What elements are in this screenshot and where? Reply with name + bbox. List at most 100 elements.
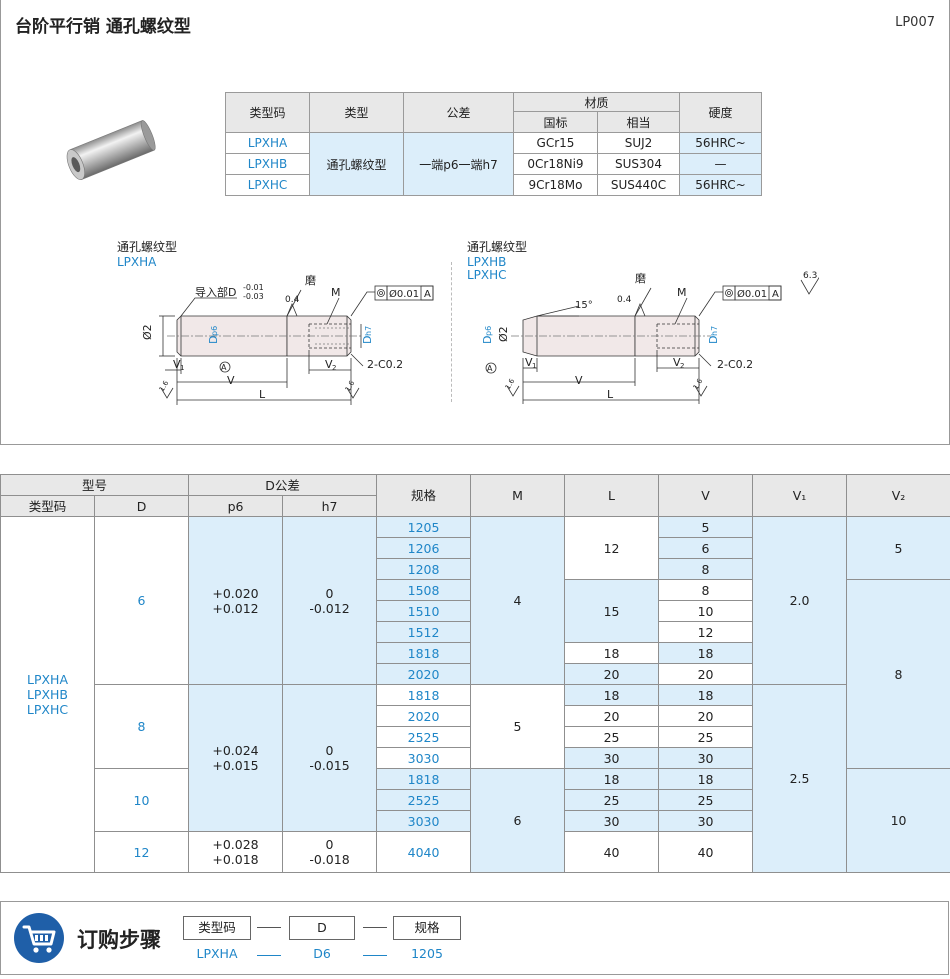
type-code-a[interactable]: LPXHA [26,672,68,687]
drawing-left-code: LPXHA [117,255,157,269]
cart-icon [14,913,64,963]
v-cell: 10 [658,600,754,622]
datum-a-circle-right: A [487,364,493,373]
v-cell: 30 [658,810,754,832]
grind-label-right: 磨 [635,272,646,285]
spec-cell[interactable]: 1818 [376,768,472,790]
header-material-eq: 相当 [597,111,680,133]
drawing-left: 导入部D -0.01 -0.03 磨 0.4 M Ø0.01 A Ø2 D p6… [141,274,434,405]
l-cell: 18 [564,642,660,664]
type-code-cell[interactable]: LPXHC [225,174,310,196]
order-example-spec: 1205 [411,946,443,961]
grind-label: 磨 [305,274,316,287]
header-l: L [564,474,660,517]
surface-label: 6.3 [803,271,817,281]
l-cell: 30 [564,810,660,832]
page-title: 台阶平行销 通孔螺纹型 [15,17,191,37]
type-table: 类型码 类型 公差 材质 硬度 国标 相当 LPXHA 通孔螺纹型 一端p6一端… [225,92,762,196]
order-field-d: D [289,916,355,940]
h7-lower: -0.018 [309,852,350,867]
d-value-cell[interactable]: 8 [93,684,190,769]
material-gb-cell: 9Cr18Mo [513,174,598,196]
drawing-right-code-c: LPXHC [467,268,507,282]
d-value-cell[interactable]: 10 [93,768,190,832]
l-cell: 30 [564,747,660,769]
type-code-c[interactable]: LPXHC [26,702,69,717]
thread-m-label-right: M [677,286,687,299]
spec-cell[interactable]: 2020 [376,705,472,727]
v1-cell: 2.5 [752,684,848,873]
drawing-left-title: 通孔螺纹型 [117,240,178,254]
order-steps-panel: 订购步骤 类型码 D 规格 LPXHA D6 1205 [0,901,949,975]
spec-cell[interactable]: 4040 [376,831,472,873]
dp6-label-right: D [481,336,494,344]
order-separator [363,927,387,928]
l-cell: 18 [564,684,660,706]
type-code-b[interactable]: LPXHB [26,687,69,702]
lead-lower: -0.03 [243,292,264,301]
order-example-d: D6 [313,946,331,961]
drawing-right: 15° 磨 0.4 M Ø0.01 A 6.3 D p6 Ø2 D h7 A V… [481,271,819,404]
dh7-label: D [361,336,374,344]
header-m: M [470,474,566,517]
type-label-cell: 通孔螺纹型 [309,132,404,196]
spec-cell[interactable]: 3030 [376,747,472,769]
v1-sub: 1 [180,364,184,372]
v-cell: 8 [658,579,754,601]
spec-cell[interactable]: 1508 [376,579,472,601]
v2-cell: 5 [846,516,950,580]
roughness-label: 0.4 [285,295,300,305]
concentricity-label-right: Ø0.01 [737,288,767,300]
rough-right-right: 1.6 [692,377,705,391]
product-overview-panel: 台阶平行销 通孔螺纹型 LP007 类型码 类型 公差 材质 硬度 [0,0,950,445]
order-field-type-code: 类型码 [183,916,251,940]
header-material-gb: 国标 [513,111,598,133]
p6-upper: +0.024 [212,743,259,758]
spec-cell[interactable]: 1512 [376,621,472,643]
v2-sub-right: 2 [680,362,684,370]
m-cell: 4 [470,516,566,685]
spec-cell[interactable]: 1510 [376,600,472,622]
angle-label: 15° [575,300,593,311]
hardness-cell: — [679,153,762,175]
v-cell: 6 [658,537,754,559]
type-code-cell[interactable]: LPXHA [225,132,310,154]
header-material: 材质 [513,92,680,112]
v2-cell: 8 [846,579,950,769]
v-cell: 25 [658,726,754,748]
h7-cell: 0 -0.015 [282,684,378,832]
chamfer-label: 2-C0.2 [367,358,403,371]
spec-cell[interactable]: 1208 [376,558,472,580]
d-value-cell[interactable]: 6 [93,516,190,685]
m-cell: 5 [470,684,566,769]
spec-cell[interactable]: 2020 [376,663,472,685]
hardness-cell: 56HRC~ [679,132,762,154]
v2-label-right: V [673,356,681,369]
spec-cell[interactable]: 1205 [376,516,472,538]
spec-cell[interactable]: 3030 [376,810,472,832]
spec-cell[interactable]: 2525 [376,726,472,748]
header-tolerance: 公差 [403,92,514,133]
d-value-cell[interactable]: 12 [93,831,190,873]
spec-cell[interactable]: 1818 [376,684,472,706]
order-field-spec: 规格 [393,916,461,940]
spec-cell[interactable]: 2525 [376,789,472,811]
order-example-type-code: LPXHA [196,946,238,961]
datum-label-right: A [772,289,779,300]
spec-cell[interactable]: 1818 [376,642,472,664]
l-cell: 15 [564,579,660,643]
v-label-right: V [575,374,583,387]
order-example-separator [363,955,387,956]
type-code-cell[interactable]: LPXHB [225,153,310,175]
rough-left-right: 1.6 [504,377,517,391]
thread-m-label: M [331,286,341,299]
spec-cell[interactable]: 1206 [376,537,472,559]
h7-upper: 0 [325,837,334,852]
v-label: V [227,374,235,387]
type-codes-cell: LPXHA LPXHB LPXHC [0,516,95,873]
v-cell: 18 [658,768,754,790]
roughness-label-right: 0.4 [617,295,632,305]
v1-label: V [173,358,181,371]
hardness-cell: 56HRC~ [679,174,762,196]
l-cell: 20 [564,705,660,727]
